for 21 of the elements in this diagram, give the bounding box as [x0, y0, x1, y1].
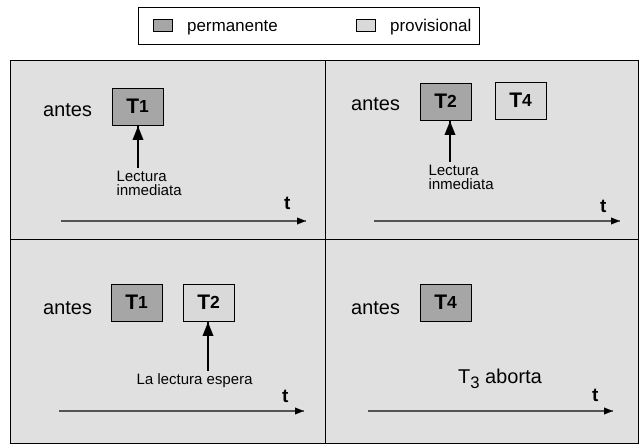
annotation-text: Lectura inmediata [428, 164, 528, 192]
legend-label: permanente [187, 16, 278, 36]
panel-label: antes [351, 297, 400, 320]
axis-label: t [592, 385, 598, 407]
panel [10, 239, 326, 444]
arrow [202, 322, 214, 371]
panel [10, 60, 326, 240]
axis-label: t [284, 193, 290, 215]
panel [325, 60, 639, 240]
axis-label: t [282, 386, 288, 408]
arrow [132, 126, 144, 168]
panel [325, 239, 639, 444]
arrow [444, 121, 456, 162]
annotation-text: Lectura inmediata [116, 170, 216, 198]
annotation-text: La lectura espera [136, 372, 276, 387]
panel-label: antes [43, 297, 92, 320]
legend-label: provisional [390, 16, 472, 36]
panel-label: antes [43, 99, 92, 122]
status-text: T$_{3}$ aborta [458, 366, 542, 393]
axis-label: t [600, 196, 606, 218]
panel-label: antes [351, 93, 400, 116]
